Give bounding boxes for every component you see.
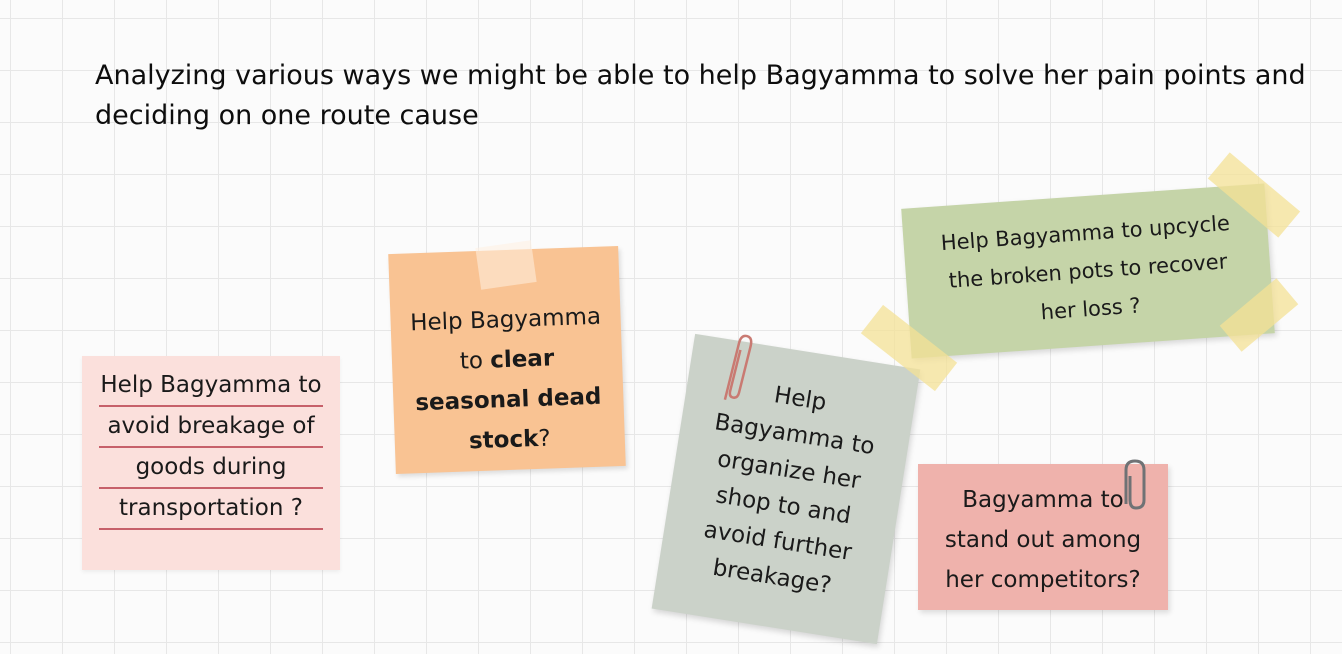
note-line: Help Bagyamma to [99, 366, 323, 407]
tape-strip [475, 240, 537, 290]
note-line: transportation ? [99, 489, 323, 530]
note-line: her competitors? [945, 567, 1141, 593]
paperclip-icon [723, 334, 753, 400]
note-line: stand out among [944, 527, 1142, 553]
note-bold-text: stock [468, 425, 539, 455]
note-bold-text: clear [489, 345, 555, 374]
paperclip-icon [1124, 459, 1146, 510]
note-line: Bagyamma to [962, 487, 1124, 513]
note-line: stock? [394, 416, 625, 464]
note-bold-text: seasonal dead [414, 383, 602, 417]
sticky-note-upcycle-pots: Help Bagyamma to upcycle the broken pots… [901, 183, 1275, 359]
note-line: Help Bagyamma [409, 303, 602, 337]
note-text: ? [537, 425, 552, 452]
note-line: avoid breakage of [99, 407, 323, 448]
note-line: goods during [99, 448, 323, 489]
note-text: to [459, 347, 484, 375]
sticky-note-organize-shop: Help Bagyamma to organize her shop to an… [651, 333, 921, 645]
note-line: seasonal dead [393, 376, 624, 424]
sticky-note-avoid-breakage: Help Bagyamma to avoid breakage of goods… [82, 356, 340, 570]
page-heading: Analyzing various ways we might be able … [95, 60, 1306, 131]
